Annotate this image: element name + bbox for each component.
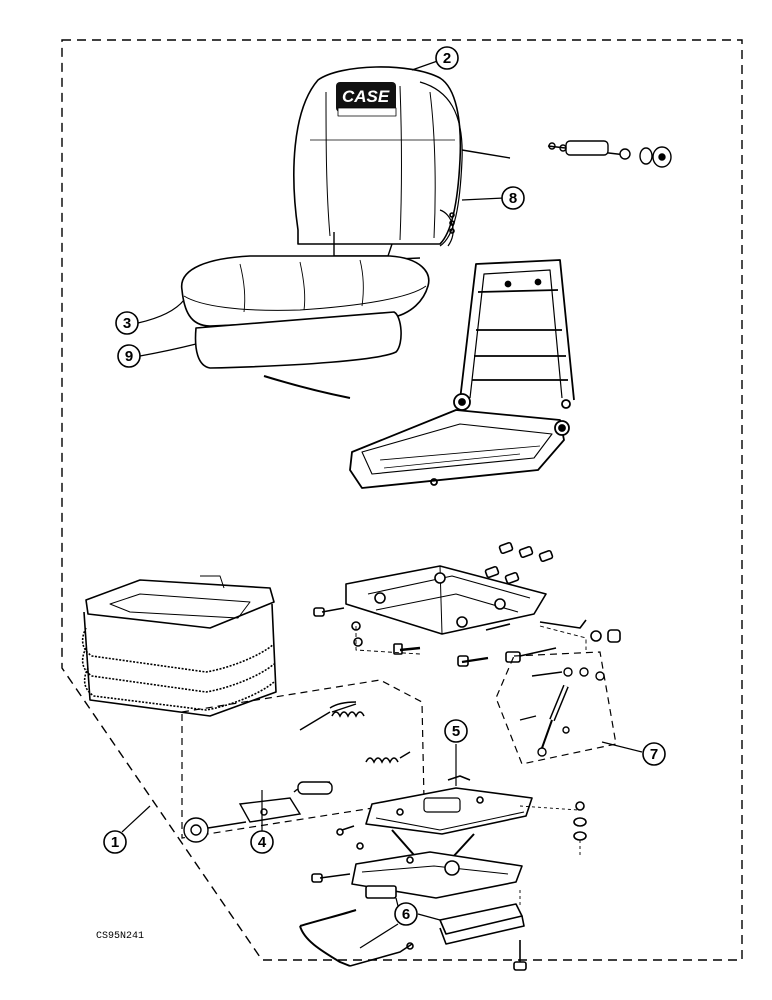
callout-8: 8 [461, 186, 525, 210]
armrest-pivot-hardware [461, 140, 672, 168]
callout-label: 9 [125, 348, 133, 365]
callout-1: 1 [103, 805, 151, 854]
callout-3: 3 [115, 299, 185, 335]
callout-label: 8 [509, 190, 517, 207]
callout-label: 3 [123, 315, 131, 332]
callout-2: 2 [411, 46, 459, 71]
scissor-suspension [311, 775, 587, 899]
seat-back [293, 66, 463, 257]
callout-7: 7 [601, 741, 666, 766]
figure-reference: CS95N241 [96, 931, 144, 942]
callout-6: 6 [359, 897, 441, 949]
callout-label: 7 [650, 746, 658, 763]
cushion-pan [194, 311, 402, 399]
callout-label: 6 [402, 906, 410, 923]
callout-label: 2 [443, 50, 451, 67]
case-logo: CASE [342, 87, 390, 106]
slide-rail-assembly [313, 541, 621, 667]
suspension-bellows [81, 575, 277, 717]
shock-absorber-kit [495, 651, 617, 765]
assembly-boundary [61, 39, 743, 961]
callout-4: 4 [250, 790, 274, 854]
adjuster-rails-and-handle [299, 890, 527, 971]
callout-label: 4 [258, 834, 267, 851]
callout-label: 5 [452, 723, 460, 740]
spring-kit [181, 679, 425, 843]
callout-9: 9 [117, 343, 197, 368]
seat-frame [349, 259, 575, 489]
callout-5: 5 [444, 719, 468, 786]
callout-label: 1 [111, 834, 119, 851]
seat-cushion [181, 255, 430, 327]
